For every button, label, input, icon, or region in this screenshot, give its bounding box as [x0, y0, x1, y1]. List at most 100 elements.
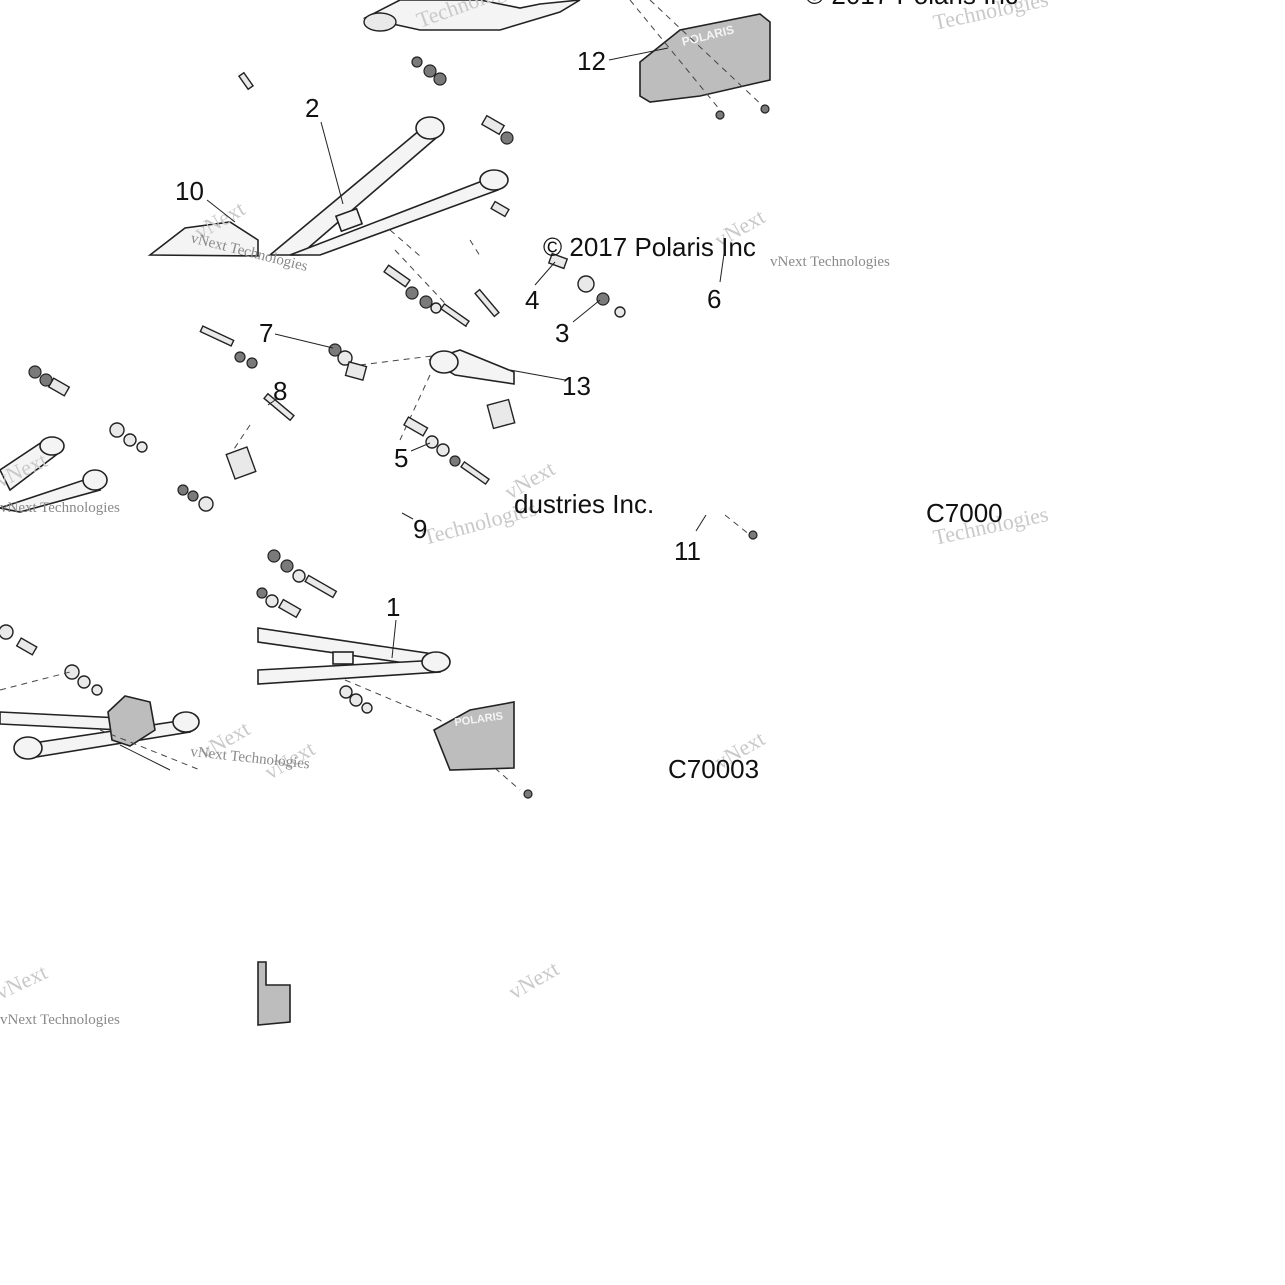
arm-fragment — [362, 0, 581, 31]
bushing — [349, 693, 363, 707]
nut — [187, 490, 199, 502]
bushing — [225, 446, 257, 480]
arm-bushing-end — [172, 711, 200, 733]
copyright-text: dustries Inc. — [514, 489, 654, 519]
tile-bottom-row: vNext vNext Technologies vNext vNext — [0, 726, 769, 1028]
knuckle-fragment — [147, 221, 259, 257]
copyright-text: © 2017 Polaris Inc — [805, 0, 1018, 10]
bolt — [440, 302, 470, 328]
bolt — [304, 574, 338, 599]
pin — [277, 598, 302, 619]
callout-labels: 1 2 3 4 5 6 7 8 9 10 11 12 13 — [175, 46, 721, 622]
nut — [256, 587, 268, 599]
bolt — [474, 288, 500, 318]
bushing — [198, 496, 214, 512]
arm-bushing-end — [415, 116, 445, 140]
bushing — [265, 594, 279, 608]
bolt — [263, 392, 295, 422]
arm-bushing-end — [82, 469, 108, 491]
bushing — [77, 675, 91, 689]
nut — [596, 292, 610, 306]
callout-7: 7 — [259, 318, 273, 348]
bushing — [337, 350, 353, 366]
upper-a-arm: vNext vNext Technologies — [147, 71, 514, 275]
nut — [328, 343, 342, 357]
skid-plate — [639, 13, 771, 103]
lower-left-arm: vNext vNext Technologies — [0, 624, 311, 773]
bushing — [344, 361, 368, 381]
skid-plate — [432, 701, 515, 771]
nut — [234, 351, 246, 363]
washer — [430, 302, 442, 314]
arm-tube — [0, 711, 123, 731]
arm-gusset — [332, 651, 354, 665]
bushing — [363, 12, 397, 32]
nut — [405, 286, 419, 300]
bushing — [64, 664, 80, 680]
arm-bushing-end — [429, 350, 459, 374]
bolt — [460, 460, 490, 486]
bolt — [237, 71, 255, 91]
nut — [28, 365, 42, 379]
callout-6: 6 — [707, 284, 721, 314]
bushing — [425, 435, 439, 449]
bolt — [715, 110, 725, 120]
bolt — [383, 264, 411, 288]
pin — [547, 252, 569, 270]
nut — [411, 56, 423, 68]
bushing — [0, 624, 14, 640]
nut — [423, 64, 437, 78]
bushing — [292, 569, 306, 583]
bushing — [109, 422, 125, 438]
copyright-block: © 2017 Polaris Inc dustries Inc. C7000 C… — [514, 232, 1003, 784]
arm-bushing-end — [39, 436, 65, 456]
callout-11: 11 — [674, 536, 701, 566]
nut — [177, 484, 189, 496]
tile-top-strip: POLARIS Technologies Technologies © 2017… — [362, 0, 1050, 120]
callout-1: 1 — [386, 592, 400, 622]
callout-13: 13 — [562, 371, 591, 401]
bracket — [107, 695, 156, 747]
bushing — [577, 275, 595, 293]
pin — [480, 114, 506, 136]
arm-fragment — [0, 477, 102, 513]
callout-3: 3 — [555, 318, 569, 348]
nut — [267, 549, 281, 563]
watermark: vNext — [504, 956, 563, 1005]
bushing — [500, 131, 514, 145]
watermark: vNext Technologies — [0, 1012, 120, 1028]
arm-gusset — [334, 207, 364, 233]
arm-bushing-end — [421, 651, 451, 673]
bushing — [486, 398, 516, 430]
watermark: vNext — [0, 959, 51, 1004]
nut — [419, 295, 433, 309]
arm-bushing-end — [479, 169, 509, 191]
nut — [433, 72, 447, 86]
plate-fragment — [257, 961, 291, 1026]
bolt — [523, 789, 533, 799]
pin — [490, 200, 510, 218]
figure-code: C70003 — [668, 754, 759, 784]
callout-10: 10 — [175, 176, 204, 206]
washer — [361, 702, 373, 714]
callout-4: 4 — [525, 285, 539, 315]
arm-bushing-end — [13, 736, 43, 760]
watermark: vNext — [0, 447, 51, 492]
washer — [136, 441, 148, 453]
callout-9: 9 — [413, 514, 427, 544]
watermark: vNext Technologies — [770, 254, 890, 270]
pin — [47, 377, 71, 397]
leader-lines — [119, 47, 725, 771]
callout-5: 5 — [394, 443, 408, 473]
callout-12: 12 — [577, 46, 606, 76]
bushing — [339, 685, 353, 699]
bolt — [760, 104, 770, 114]
pin — [15, 637, 38, 656]
pin — [403, 416, 429, 437]
callout-2: 2 — [305, 93, 319, 123]
callout-8: 8 — [273, 376, 287, 406]
watermark: vNext Technologies — [0, 500, 120, 516]
nut — [246, 357, 258, 369]
bolt — [748, 530, 758, 540]
